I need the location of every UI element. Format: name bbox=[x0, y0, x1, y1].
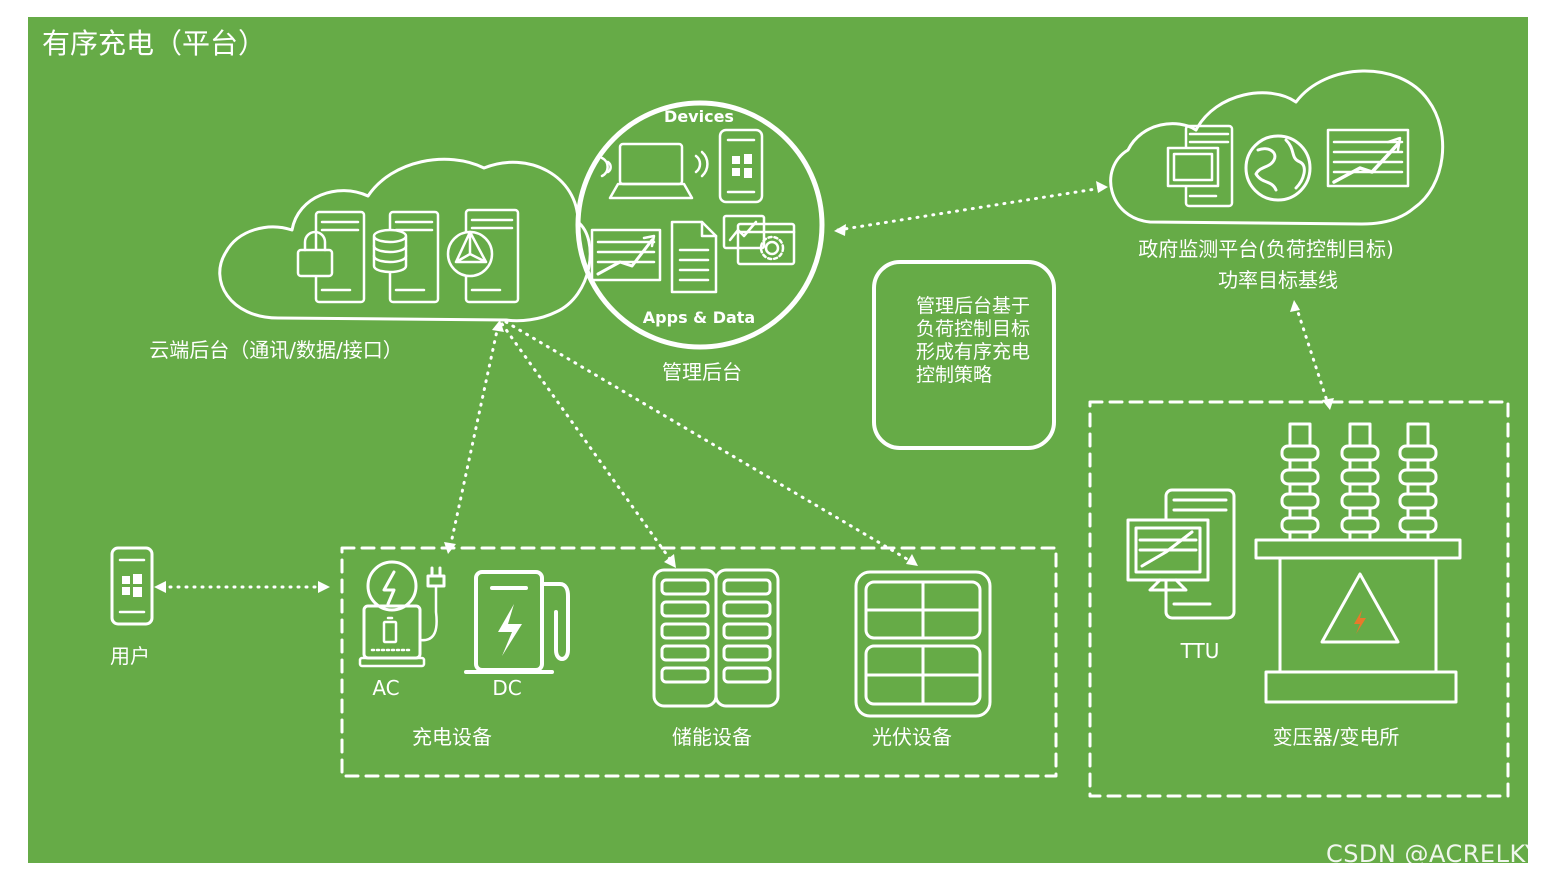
user-phone-icon bbox=[110, 546, 154, 626]
document-icon bbox=[670, 220, 718, 294]
bushing-3 bbox=[1398, 422, 1438, 542]
pv-label: 光伏设备 bbox=[872, 725, 952, 749]
ttu-label: TTU bbox=[1180, 639, 1220, 663]
apps-data-caption: Apps & Data bbox=[642, 308, 756, 327]
diagram-title: 有序充电（平台） bbox=[42, 27, 267, 60]
pv-panel-icon bbox=[854, 570, 992, 718]
connectors bbox=[160, 186, 1330, 589]
bushing-2 bbox=[1340, 422, 1380, 542]
dc-label: DC bbox=[492, 676, 522, 700]
phone-icon bbox=[718, 128, 764, 204]
warning-bolt-icon bbox=[1354, 610, 1366, 634]
dashboard-gear-icon bbox=[722, 214, 796, 266]
strategy-box-text: 管理后台基于负荷控制目标形成有序充电控制策略 bbox=[916, 295, 1031, 386]
gov-baseline-label: 功率目标基线 bbox=[1218, 268, 1338, 292]
transformer-icon bbox=[1254, 422, 1462, 704]
gov-platform-label: 政府监测平台(负荷控制目标) bbox=[1138, 237, 1394, 261]
gov-cloud-icon bbox=[1109, 69, 1445, 226]
ac-label: AC bbox=[372, 676, 400, 700]
substation-group-frame bbox=[1088, 400, 1510, 798]
laptop-icon bbox=[600, 142, 709, 200]
watermark: CSDN @ACRELKY bbox=[1325, 840, 1540, 868]
devices-caption: Devices bbox=[664, 107, 734, 126]
management-label: 管理后台 bbox=[662, 360, 742, 384]
ttu-icon bbox=[1126, 488, 1236, 620]
diagram-panel bbox=[28, 17, 1528, 863]
charging-label: 充电设备 bbox=[412, 725, 492, 749]
user-label: 用户 bbox=[110, 644, 150, 668]
cloud-backend-icon bbox=[218, 157, 592, 323]
cloud-backend-label: 云端后台（通讯/数据/接口） bbox=[149, 338, 403, 362]
dc-charger-icon bbox=[464, 570, 570, 674]
ac-charger-icon bbox=[358, 560, 446, 668]
globe-icon bbox=[1244, 134, 1312, 202]
storage-label: 储能设备 bbox=[672, 725, 752, 749]
management-hub-icon bbox=[575, 100, 825, 350]
transformer-label: 变压器/变电所 bbox=[1272, 725, 1400, 749]
chart-sheet-icon bbox=[590, 228, 662, 282]
gov-chart-icon bbox=[1326, 128, 1410, 188]
strategy-box-frame bbox=[872, 260, 1056, 450]
storage-battery-icon bbox=[652, 568, 780, 708]
bushing-1 bbox=[1280, 422, 1320, 542]
devices-group-frame bbox=[340, 546, 1058, 778]
